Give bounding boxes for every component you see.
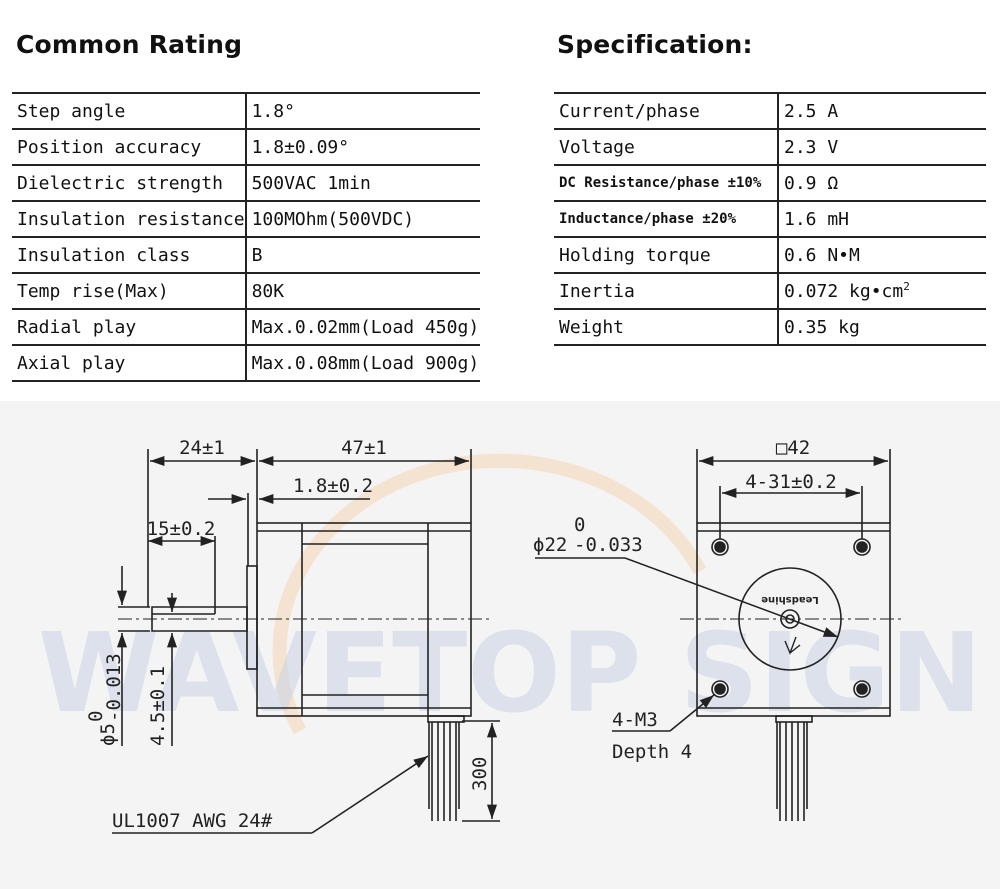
table-row: Temp rise(Max)80K xyxy=(12,273,480,310)
dim-hole-spacing: 4-31±0.2 xyxy=(745,471,837,493)
table-row: DC Resistance/phase ±10%0.9 Ω xyxy=(554,165,986,202)
row-value: 0.9 Ω xyxy=(778,165,986,202)
row-label: Dielectric strength xyxy=(12,165,247,202)
mount-hole xyxy=(856,541,868,553)
dim-15: 15±0.2 xyxy=(147,518,216,540)
brand-logo: Leadshine xyxy=(761,594,819,655)
row-value: 0.35 kg xyxy=(778,309,986,346)
dim-shaft-dia: ϕ5 xyxy=(97,723,119,746)
inertia-exponent: 2 xyxy=(903,280,910,293)
row-value: Max.0.02mm(Load 450g) xyxy=(245,309,480,346)
dim-1-8: 1.8±0.2 xyxy=(293,475,373,497)
dim-shaft-tol-lower: -0.013 xyxy=(103,653,125,722)
row-label: Radial play xyxy=(12,309,247,346)
mount-hole xyxy=(714,683,726,695)
row-value: 0.6 N•M xyxy=(778,237,986,274)
row-label: Position accuracy xyxy=(12,129,247,166)
common-rating-title: Common Rating xyxy=(16,30,243,59)
row-label: Axial play xyxy=(12,345,247,382)
dim-shaft-tol-upper: 0 xyxy=(85,711,107,722)
row-value: 2.5 A xyxy=(778,92,986,130)
mount-hole xyxy=(714,541,726,553)
watermark: WAVETOP SIGN xyxy=(38,453,982,737)
row-value: 2.3 V xyxy=(778,129,986,166)
row-label: Inductance/phase ±20% xyxy=(554,201,779,238)
row-value: B xyxy=(245,237,480,274)
dim-300: 300 xyxy=(469,757,491,791)
wire-label: UL1007 AWG 24# xyxy=(112,810,273,832)
row-label: Current/phase xyxy=(554,92,779,130)
brand-label: Leadshine xyxy=(761,594,819,605)
row-value: 0.072 kg•cm2 xyxy=(778,273,986,310)
thread-label: 4-M3 xyxy=(612,709,658,731)
dim-boss-tol-lower: -0.033 xyxy=(574,534,643,556)
row-value: 100MOhm(500VDC) xyxy=(245,201,480,238)
row-label: Step angle xyxy=(12,92,247,130)
row-label: DC Resistance/phase ±10% xyxy=(554,165,779,202)
table-row: Inductance/phase ±20%1.6 mH xyxy=(554,201,986,238)
depth-label: Depth 4 xyxy=(612,741,692,763)
dim-square: □42 xyxy=(776,437,810,459)
row-label: Holding torque xyxy=(554,237,779,274)
dim-24: 24±1 xyxy=(179,437,225,459)
dimension-drawing-panel: WAVETOP SIGN xyxy=(0,401,1000,889)
row-label: Inertia xyxy=(554,273,779,310)
row-label: Weight xyxy=(554,309,779,346)
specification-title: Specification: xyxy=(557,30,753,59)
row-label: Insulation class xyxy=(12,237,247,274)
dim-4-5: 4.5±0.1 xyxy=(147,666,169,746)
row-value: 500VAC 1min xyxy=(245,165,480,202)
row-value: 80K xyxy=(245,273,480,310)
row-value: Max.0.08mm(Load 900g) xyxy=(245,345,480,382)
row-label: Voltage xyxy=(554,129,779,166)
dim-47: 47±1 xyxy=(341,437,387,459)
row-label: Temp rise(Max) xyxy=(12,273,247,310)
dim-boss-tol-upper: 0 xyxy=(574,514,585,536)
dimension-drawing: WAVETOP SIGN xyxy=(38,437,982,834)
row-label: Insulation resistance xyxy=(12,201,247,238)
row-value: 1.8±0.09° xyxy=(245,129,480,166)
inertia-value: 0.072 kg•cm xyxy=(784,281,904,302)
mount-hole xyxy=(856,683,868,695)
dim-boss-dia: ϕ22 xyxy=(533,534,567,556)
row-value: 1.8° xyxy=(245,92,480,130)
row-value: 1.6 mH xyxy=(778,201,986,238)
